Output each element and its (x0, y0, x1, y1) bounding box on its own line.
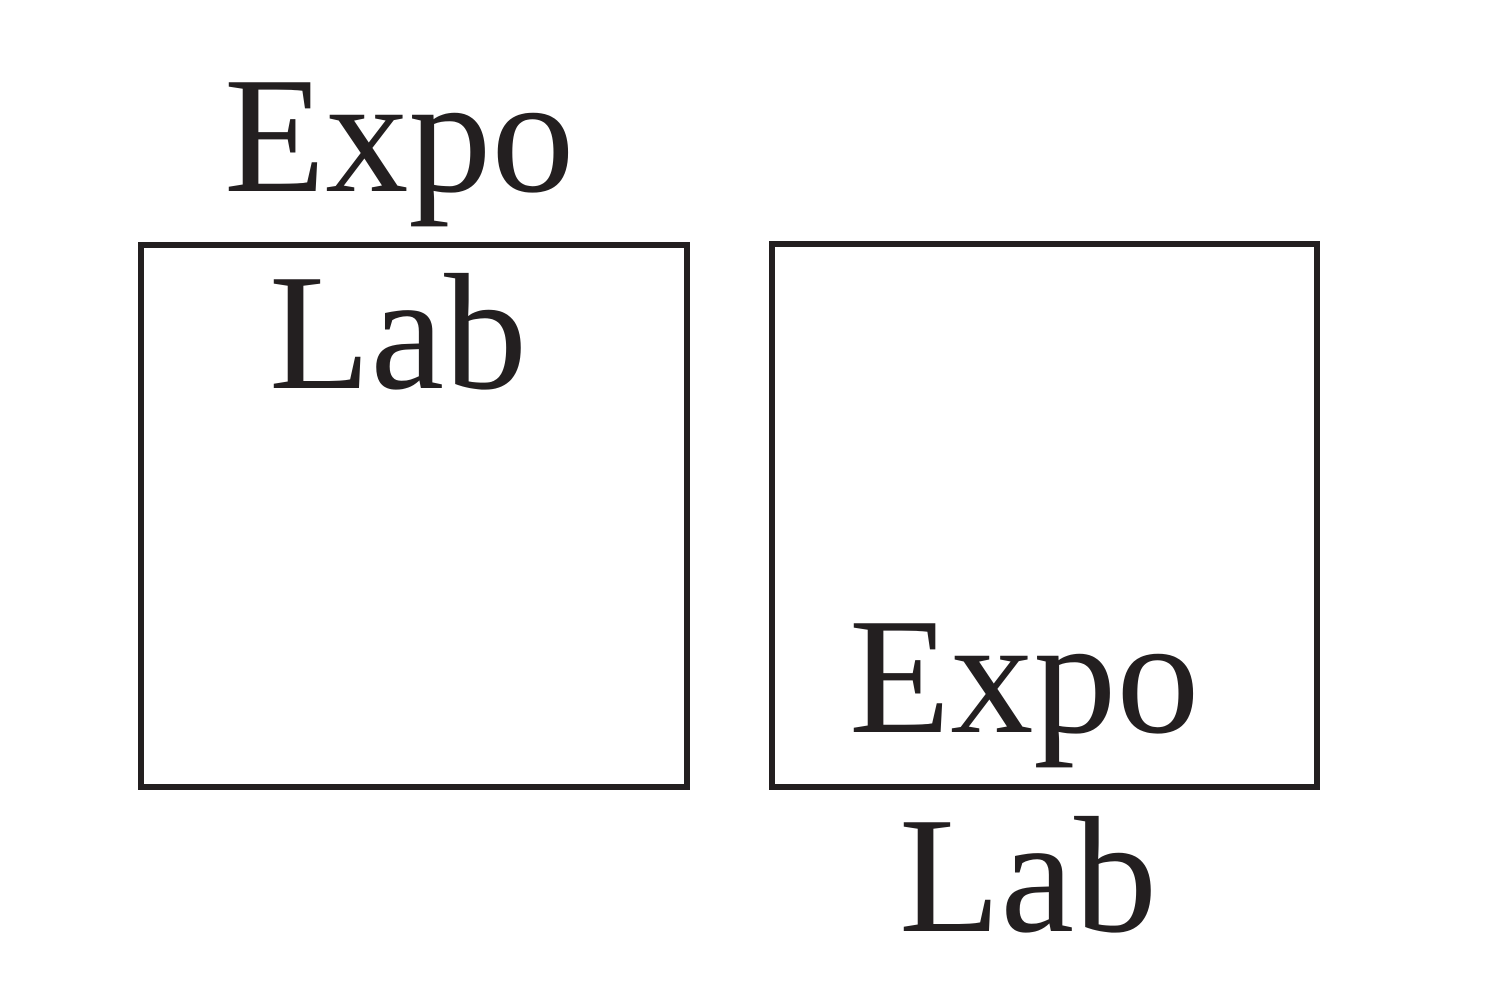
wordmark-expo-inside-bottom: Expo (849, 584, 1200, 768)
lockup-word-below-frame: Expo Lab (750, 0, 1500, 1000)
wordmark-lab-inside-top: Lab (269, 240, 528, 424)
placeholder-square-left (138, 242, 690, 790)
lockup-word-above-frame: Expo Lab (138, 43, 690, 790)
wordmark-expo-above: Expo (224, 43, 575, 227)
wordmark-lab-below: Lab (899, 783, 1158, 967)
placeholder-square-right (769, 241, 1320, 790)
